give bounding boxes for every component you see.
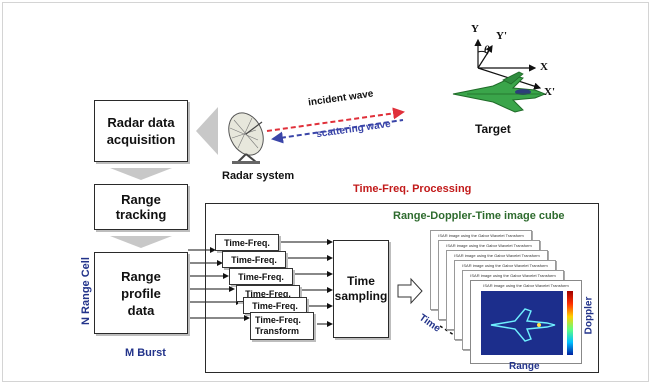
input-arrow: [196, 107, 218, 155]
figure-frame: [2, 2, 649, 382]
tf-box-3: Time-Freq.: [229, 268, 293, 285]
target-label: Target: [475, 122, 511, 136]
jet-icon: [452, 71, 547, 113]
processing-container: [205, 203, 599, 373]
tf-box-1: Time-Freq.: [215, 234, 279, 251]
cube-frame-front: ISAR image using the Gabor Wavelet Trans…: [470, 280, 582, 364]
axis-y-prime-label: Y': [496, 30, 507, 42]
axis-x-label: X: [540, 61, 548, 73]
cube-frame-caption: ISAR image using the Gabor Wavelet Trans…: [446, 243, 532, 248]
tf-box-2: Time-Freq.: [222, 251, 286, 268]
m-burst-label: M Burst: [125, 347, 166, 359]
range-profile-data-block: Range profile data: [94, 252, 188, 334]
isar-image: [481, 291, 563, 355]
range-label: Range: [509, 361, 540, 372]
cube-frame-caption: ISAR image using the Gabor Wavelet Trans…: [462, 263, 548, 268]
doppler-label: Doppler: [583, 296, 595, 335]
cube-title: Range-Doppler-Time image cube: [393, 210, 565, 222]
radar-system-label: Radar system: [222, 170, 295, 182]
tf-box-6: Time-Freq. Transform: [250, 312, 314, 340]
radar-dish-icon: [228, 112, 264, 164]
axis-y-label: Y: [471, 23, 479, 35]
time-sampling-block: Time sampling: [333, 240, 389, 338]
theta-label: θ: [484, 44, 490, 56]
colorbar: [567, 291, 573, 355]
range-tracking-block: Range tracking: [94, 184, 188, 230]
incident-wave-line: [266, 107, 405, 132]
isar-jet-silhouette: [490, 308, 556, 342]
down-arrow-2: [110, 236, 172, 248]
output-arrow: [397, 277, 423, 305]
down-arrow-1: [110, 168, 172, 180]
cube-frame-caption: ISAR image using the Gabor Wavelet Trans…: [438, 233, 524, 238]
n-range-cell-label: N Range Cell: [80, 257, 92, 325]
tf-processing-label: Time-Freq. Processing: [353, 183, 472, 195]
radar-data-acquisition-block: Radar data acquisition: [94, 100, 188, 162]
cube-frame-caption: ISAR image using the Gabor Wavelet Trans…: [454, 253, 540, 258]
cube-frame-caption: ISAR image using the Gabor Wavelet Trans…: [483, 283, 569, 288]
cube-frame-caption: ISAR image using the Gabor Wavelet Trans…: [470, 273, 556, 278]
scattering-wave-line: [271, 119, 404, 144]
axis-x-prime-label: X': [544, 86, 555, 98]
